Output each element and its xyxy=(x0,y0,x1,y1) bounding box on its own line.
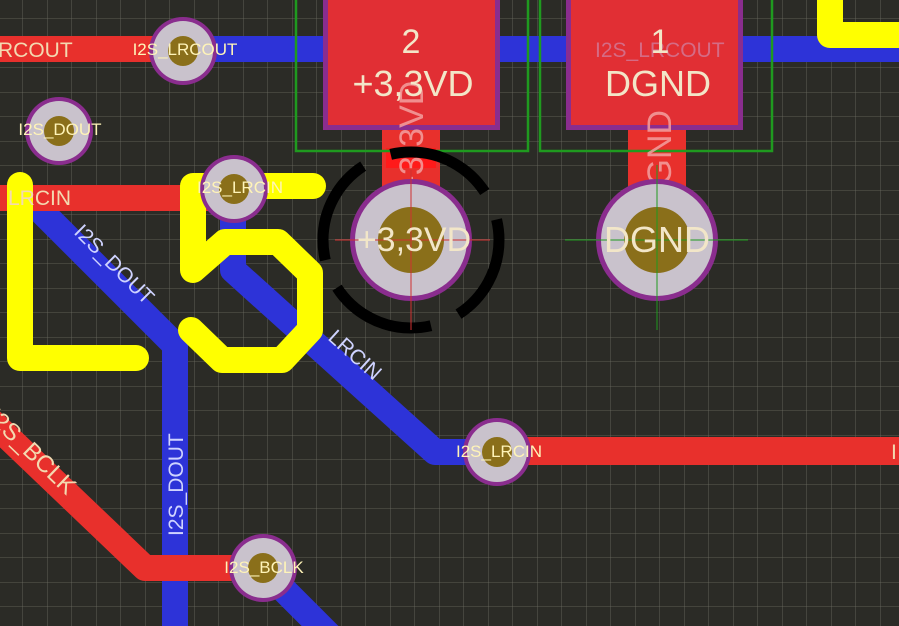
trace-bclk-top[interactable] xyxy=(0,411,275,581)
via-dout-hole xyxy=(44,116,74,146)
via-lrcout[interactable] xyxy=(149,17,217,85)
via-bclk[interactable] xyxy=(229,534,297,602)
label-lrcout-left: RCOUT xyxy=(0,39,73,62)
silk-letter-5 xyxy=(178,173,326,373)
label-lrcin-left: LRCIN xyxy=(8,187,71,210)
pad-1-net: DGND xyxy=(605,63,711,104)
label-bclk-via: I2S_BCLK xyxy=(224,558,304,577)
silkscreen-l5[interactable] xyxy=(7,0,899,373)
label-dout-via: I2S_DOUT xyxy=(18,120,101,139)
label-lrcout-via: I2S_LRCOUT xyxy=(133,40,238,59)
label-lrcin-via-bottom: I2S_LRCIN xyxy=(456,442,542,461)
trace-label-lrcout-ghost: I2S_LRCOUT xyxy=(595,39,725,62)
via-bclk-hole xyxy=(248,553,278,583)
smd-pad-2[interactable] xyxy=(294,0,530,153)
trace-dout-diagonal[interactable] xyxy=(7,177,188,626)
pad-2-copper xyxy=(328,0,495,125)
label-lrcin-via-top: I2S_LRCIN xyxy=(197,178,283,197)
via-lrcin-bottom-hole xyxy=(482,437,512,467)
th-3v3-net-label: +3,3VD xyxy=(357,221,471,259)
pad-1-copper xyxy=(571,0,738,125)
through-hole-dgnd[interactable]: DGND xyxy=(565,165,748,330)
smd-pad-1[interactable] xyxy=(538,0,774,153)
pad-1-courtyard xyxy=(538,0,774,153)
via-lrcin-top[interactable] xyxy=(200,155,268,223)
th-dgnd-net-label: DGND xyxy=(604,219,710,260)
via-lrcin-top-hole xyxy=(219,174,249,204)
through-hole-3v3[interactable]: +3,3VD xyxy=(335,170,490,330)
silk-letter-l xyxy=(7,172,149,371)
pad-1-number: 1 xyxy=(651,23,670,61)
via-dout[interactable] xyxy=(25,97,93,165)
via-lrcout-hole xyxy=(168,36,198,66)
via-lrcin-bottom[interactable] xyxy=(463,418,531,486)
silk-top-right-corner xyxy=(817,0,899,48)
label-dout-vertical: I2S_DOUT xyxy=(165,433,188,536)
pad-2-net: +3,3VD xyxy=(352,63,473,104)
pad-2-number: 2 xyxy=(402,23,421,61)
trace-label-3v3: +3,3VD xyxy=(393,81,431,195)
label-lrcin-right-cut: I xyxy=(891,441,897,464)
